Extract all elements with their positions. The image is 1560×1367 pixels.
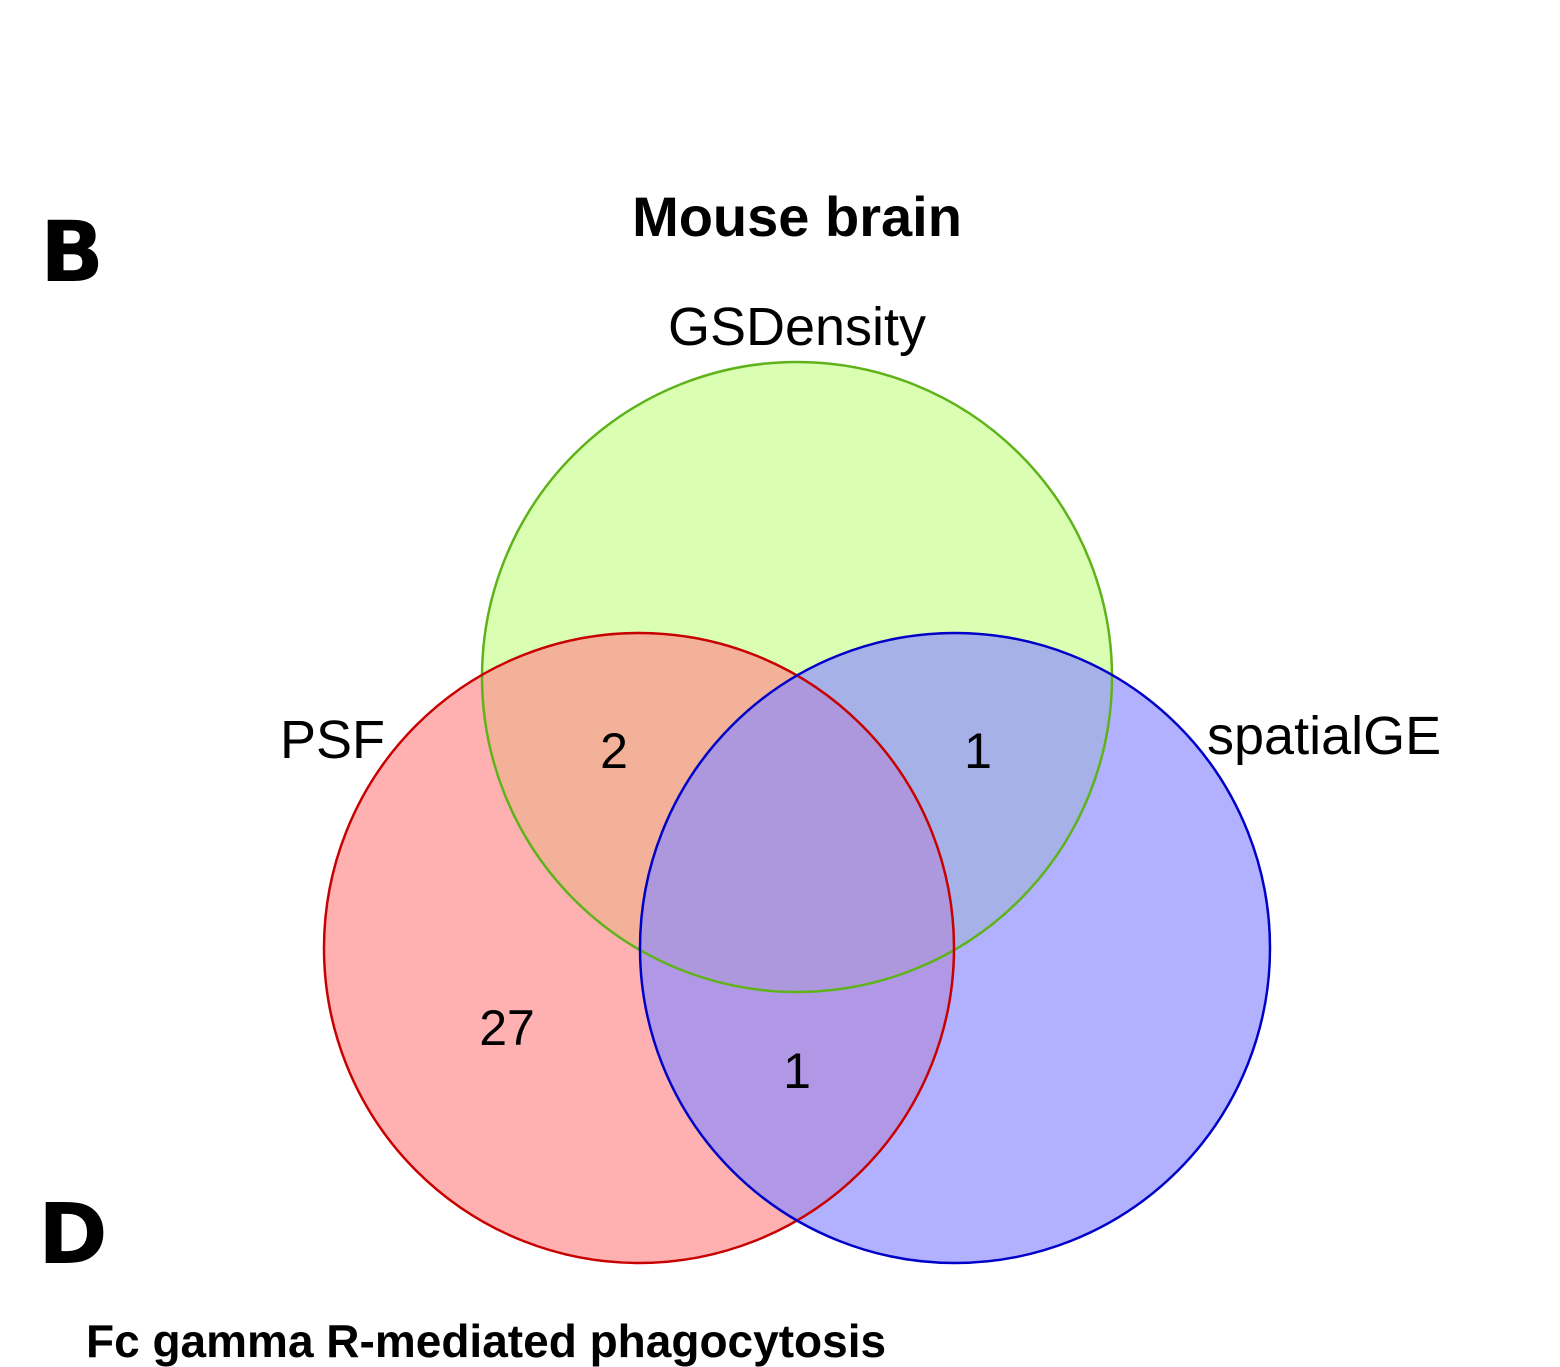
panel-letter-d: D xyxy=(38,1185,108,1283)
region-count-gsdensity-spatialge: 1 xyxy=(964,723,992,779)
region-count-psf-spatialge: 1 xyxy=(783,1043,811,1099)
venn-outline-psf xyxy=(322,631,956,1265)
venn-diagram: Mouse brain GSDensity PSF spatialGE 27 2… xyxy=(280,185,1441,1265)
panel-letter-b: B xyxy=(40,203,105,301)
venn-outline-spatialge xyxy=(638,631,1272,1265)
region-count-psf-gsdensity: 2 xyxy=(600,723,628,779)
region-count-psf-only: 27 xyxy=(479,1000,535,1056)
next-panel-title: Fc gamma R-mediated phagocytosis xyxy=(86,1315,887,1367)
chart-title: Mouse brain xyxy=(632,185,962,248)
set-label-gsdensity: GSDensity xyxy=(668,297,926,357)
set-label-spatialge: spatialGE xyxy=(1207,706,1441,766)
venn-outline-gsdensity xyxy=(480,360,1114,994)
set-label-psf: PSF xyxy=(280,710,385,770)
